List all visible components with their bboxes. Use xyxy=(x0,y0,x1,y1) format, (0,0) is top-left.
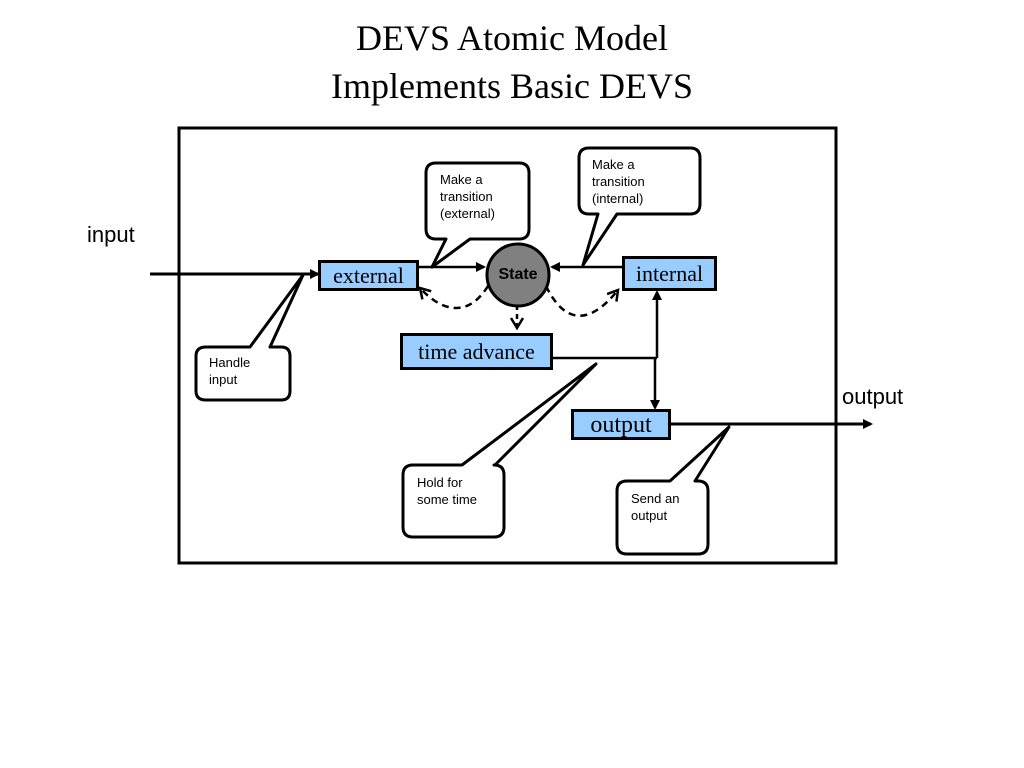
internal-box: internal xyxy=(622,256,717,291)
callout-send-output-text: Send an output xyxy=(631,490,679,524)
state-label: State xyxy=(498,266,538,283)
output-box-label: output xyxy=(590,411,652,438)
callout-external-transition-text: Make a transition (external) xyxy=(440,171,495,222)
external-box: external xyxy=(318,260,419,291)
callout-internal-transition-text: Make a transition (internal) xyxy=(592,156,645,207)
state-to-internal-arrow xyxy=(544,285,618,317)
callout-line: Hold for xyxy=(417,475,463,490)
external-box-label: external xyxy=(333,262,404,288)
output-label: output xyxy=(842,384,904,409)
callout-line: output xyxy=(631,508,668,523)
callout-line: transition xyxy=(440,189,493,204)
callout-line: Make a xyxy=(592,157,635,172)
callout-line: Handle xyxy=(209,355,251,370)
output-box: output xyxy=(571,409,671,440)
callout-handle-input xyxy=(194,273,305,402)
callout-line: Send an xyxy=(631,491,680,506)
callout-hold xyxy=(401,362,598,539)
title-line-2: Implements Basic DEVS xyxy=(331,66,693,106)
callout-line: transition xyxy=(592,174,645,189)
time-advance-box: time advance xyxy=(400,333,553,370)
input-label: input xyxy=(87,222,135,247)
title-line-1: DEVS Atomic Model xyxy=(356,18,668,58)
callout-handle-input-text: Handle input xyxy=(209,354,250,388)
callout-line: (external) xyxy=(440,206,495,221)
callout-line: some time xyxy=(417,492,477,507)
callout-hold-text: Hold for some time xyxy=(417,474,477,508)
model-boundary xyxy=(177,126,838,565)
callout-send-output xyxy=(615,425,731,556)
state-to-external-arrow xyxy=(420,285,490,310)
callout-line: Make a xyxy=(440,172,483,187)
callout-external-transition xyxy=(424,161,531,269)
internal-box-label: internal xyxy=(635,260,704,286)
state-node xyxy=(485,242,551,308)
callout-line: input xyxy=(209,372,238,387)
callout-internal-transition xyxy=(577,146,702,267)
time-advance-box-label: time advance xyxy=(418,338,535,364)
callout-line: (internal) xyxy=(592,191,644,206)
